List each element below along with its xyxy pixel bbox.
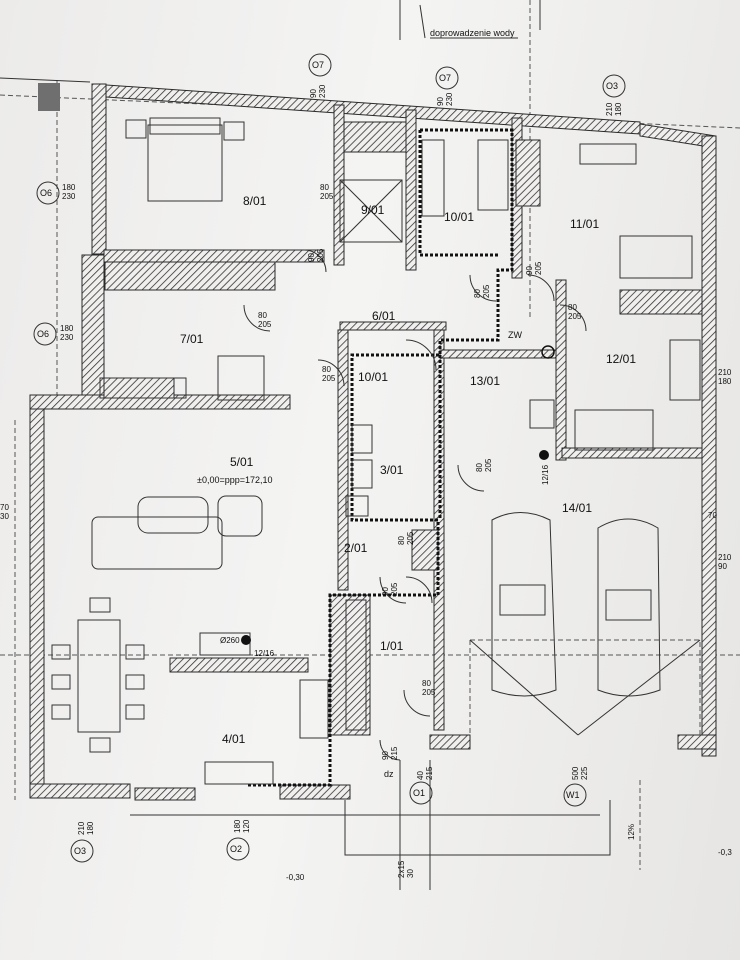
room-label-11: 11/01 [570,217,599,231]
window-tag-o6a: O6 [40,188,52,198]
window-dims-o7a: 90230 [309,84,327,98]
window-dims-o7b: 90230 [436,92,454,106]
meter-label-2: 12/16 [254,649,275,658]
window-tag-o3-top: O3 [606,81,618,91]
window-dims-w1: 500225 [571,766,589,780]
room-label-13: 13/01 [470,374,500,388]
room-label-7: 7/01 [180,332,204,346]
bottom-lines [130,760,641,890]
window-tags: O7 O7 O3 O6 O6 O3 O2 O1 W1 [33,53,626,863]
door-dim-9: 80205 [397,531,415,545]
window-dims-o3-top: 210180 [605,102,623,116]
room-label-6: 6/01 [372,309,396,323]
door-dim-10: 90205 [381,582,399,596]
furniture [51,117,701,785]
room-label-5: 5/01 [230,455,254,469]
stair-dims: 2x1530 [397,860,415,878]
window-tag-o7a: O7 [312,60,324,70]
meter-label-3: 12/16 [541,464,550,485]
side-dim-right-b: 70 [708,511,717,520]
window-tag-o7b: O7 [439,73,451,83]
room-label-9: 9/01 [361,203,385,217]
room-label-1: 1/01 [380,639,404,653]
door-dim-2: 90205 [307,248,325,262]
door-swings [243,249,587,761]
window-dims-o1: 40215 [416,766,434,780]
window-tag-o1: O1 [413,788,425,798]
room-label-10a: 10/01 [444,210,474,224]
room-label-3: 3/01 [380,463,404,477]
window-dims-o3-bottom: 210180 [77,821,95,835]
room-label-4: 4/01 [222,732,246,746]
door-dim-8: 80205 [475,458,493,472]
slope-mark: 12% [627,824,636,840]
installation-route [246,128,514,787]
room-label-14: 14/01 [562,501,592,515]
room-label-10b: 10/01 [358,370,388,384]
door-dim-5: 80205 [473,284,491,298]
outer-walls [29,83,717,801]
window-tag-o2: O2 [230,844,242,854]
water-supply-note: doprowadzenie wody [430,28,515,38]
door-dim-4: 90205 [525,261,543,275]
room-label-12: 12/01 [606,352,636,366]
room-label-2: 2/01 [344,541,368,555]
level-mark: ±0,00=ppp=172,10 [197,475,273,485]
room-label-8: 8/01 [243,194,267,208]
level-left: -0,30 [286,873,305,882]
meter-label-1: Ø260 [220,636,240,645]
window-tag-w1: W1 [566,790,580,800]
window-tag-o3-bottom: O3 [74,846,86,856]
dz-label: dz [384,769,394,779]
door-dim-12: 90215 [381,746,399,760]
window-dims-o2: 180120 [233,819,251,833]
window-tag-o6b: O6 [37,329,49,339]
cars [469,512,701,736]
room-labels: 8/01 9/01 10/01 11/01 7/01 6/01 10/01 13… [180,194,636,779]
level-right: -0,3 [718,848,732,857]
zw-label: ZW [508,330,522,340]
